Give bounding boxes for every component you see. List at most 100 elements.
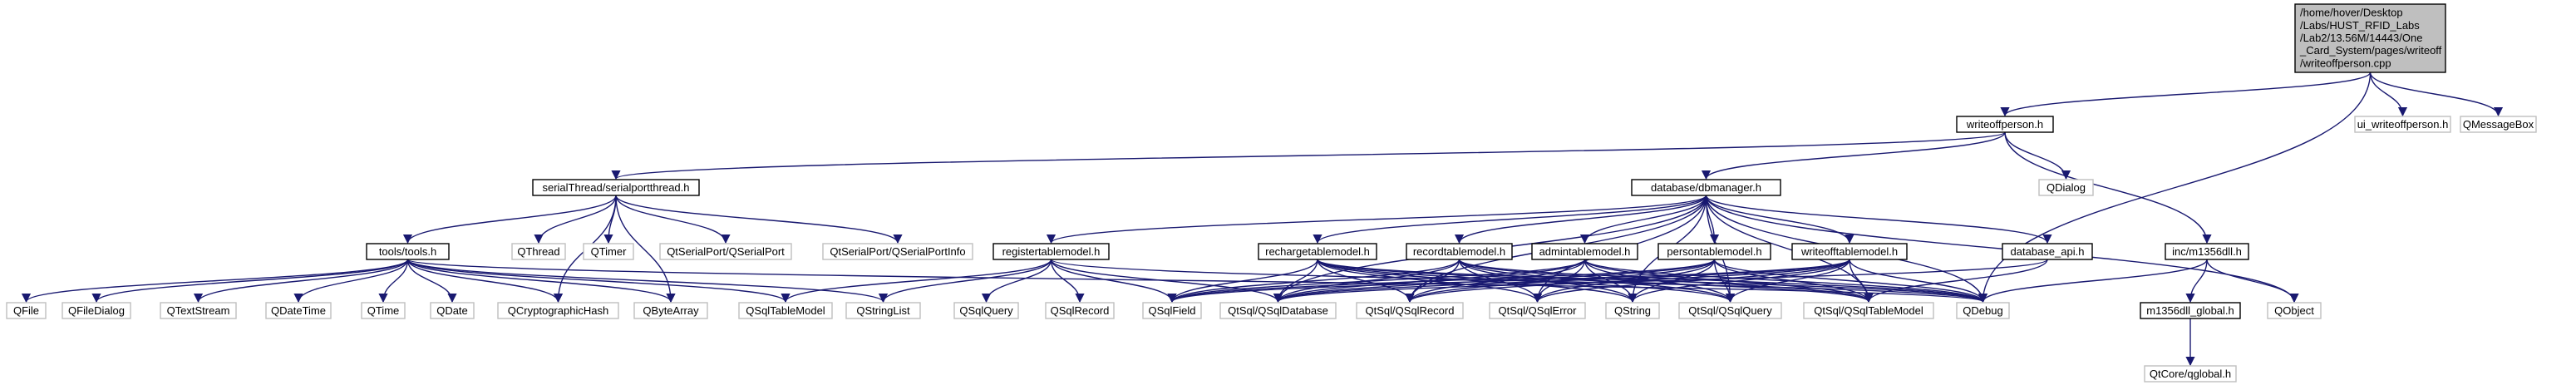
- node-writeofftablemodel-h[interactable]: writeofftablemodel.h: [1791, 243, 1908, 260]
- node-box: [1489, 302, 1586, 319]
- node-box: [1803, 302, 1934, 319]
- node-label: QDateTime: [271, 304, 326, 317]
- node-qsqlfield[interactable]: QSqlField: [1142, 302, 1202, 319]
- edge-tools_h-to-qtextstream: [193, 259, 409, 304]
- node-qtextstream[interactable]: QTextStream: [160, 302, 237, 319]
- edge-serialportthread_h-to-qserialportinfo: [615, 195, 903, 244]
- node-box: [2460, 116, 2537, 133]
- node-box: [532, 179, 700, 196]
- node-qsqltablemodel[interactable]: QSqlTableModel: [738, 302, 833, 319]
- node-box: [583, 243, 634, 260]
- edge-dbmanager_h-to-database_api_h: [1705, 195, 2052, 244]
- node-qthread[interactable]: QThread: [511, 243, 566, 260]
- node-database-api-h[interactable]: database_api.h: [2002, 243, 2093, 260]
- node-qstring[interactable]: QString: [1605, 302, 1660, 319]
- edge-recordtablemodel_h-to-qtsql_qsqlquery: [1458, 259, 1735, 304]
- node-ui-writeoffperson-h[interactable]: ui_writeoffperson.h: [2354, 116, 2451, 133]
- node-m1356dll-h[interactable]: inc/m1356dll.h: [2165, 243, 2249, 260]
- node-qdate[interactable]: QDate: [430, 302, 475, 319]
- edge-tools_h-to-qbytearray: [406, 259, 676, 304]
- node-qstringlist[interactable]: QStringList: [845, 302, 921, 319]
- node-label: database/dbmanager.h: [1651, 181, 1761, 194]
- node-persontablemodel-h[interactable]: persontablemodel.h: [1657, 243, 1771, 260]
- node-qglobal-h[interactable]: QtCore/qglobal.h: [2144, 365, 2237, 383]
- node-qtsql-qsqlerror[interactable]: QtSql/QSqlError: [1489, 302, 1586, 319]
- node-qobject[interactable]: QObject: [2267, 302, 2322, 319]
- node-qtsql-qsqlquery[interactable]: QtSql/QSqlQuery: [1678, 302, 1782, 319]
- edge-recordtablemodel_h-to-qsqlfield: [1167, 259, 1460, 304]
- edge-tools_h-to-qfiledialog: [91, 259, 409, 304]
- node-label: tools/tools.h: [379, 245, 436, 258]
- node-label: QThread: [517, 245, 559, 258]
- node-label: QDate: [436, 304, 468, 317]
- node-qfile[interactable]: QFile: [6, 302, 47, 319]
- edge-root-to-writeoffperson_h: [2000, 72, 2372, 117]
- node-box: [430, 302, 475, 319]
- node-qtsql-qsqlrecord[interactable]: QtSql/QSqlRecord: [1356, 302, 1464, 319]
- node-qtime[interactable]: QTime: [361, 302, 406, 319]
- node-dbmanager-h[interactable]: database/dbmanager.h: [1631, 179, 1781, 196]
- node-root[interactable]: /home/hover/Desktop/Labs/HUST_RFID_Labs/…: [2294, 3, 2446, 73]
- node-qserialportinfo[interactable]: QtSerialPort/QSerialPortInfo: [822, 243, 973, 260]
- node-qmessagebox[interactable]: QMessageBox: [2460, 116, 2537, 133]
- node-label: QObject: [2274, 304, 2314, 317]
- node-qbytearray[interactable]: QByteArray: [633, 302, 708, 319]
- node-label: recordtablemodel.h: [1413, 245, 1505, 258]
- edge-database_api_h-to-qtsql_qsqltablemodel: [1864, 259, 2048, 304]
- node-registertablemodel-h[interactable]: registertablemodel.h: [992, 243, 1110, 260]
- edge-tools_h-to-qtime: [378, 259, 409, 304]
- node-label: QDebug: [1963, 304, 2002, 317]
- node-label: inc/m1356dll.h: [2172, 245, 2242, 258]
- node-admintablemodel-h[interactable]: admintablemodel.h: [1531, 243, 1638, 260]
- edge-recordtablemodel_h-to-qstring: [1458, 259, 1638, 304]
- node-label: QCryptographicHash: [508, 304, 608, 317]
- node-box: [2140, 302, 2241, 319]
- node-label: QTimer: [591, 245, 628, 258]
- node-serialportthread-h[interactable]: serialThread/serialportthread.h: [532, 179, 700, 196]
- edge-writeoffperson_h-to-serialportthread_h: [612, 131, 2006, 180]
- node-tools-h[interactable]: tools/tools.h: [366, 243, 450, 260]
- node-label: QtCore/qglobal.h: [2150, 368, 2231, 380]
- edge-writeoffperson_h-to-dbmanager_h: [1702, 131, 2006, 180]
- node-qdialog[interactable]: QDialog: [2038, 179, 2094, 196]
- node-rechargetablemodel-h[interactable]: rechargetablemodel.h: [1258, 243, 1377, 260]
- edge-rechargetablemodel_h-to-qstring: [1317, 259, 1638, 304]
- node-box: [1531, 243, 1638, 260]
- node-qtsql-qsqltablemodel[interactable]: QtSql/QSqlTableModel: [1803, 302, 1934, 319]
- node-label: ui_writeoffperson.h: [2357, 118, 2449, 131]
- edge-serialportthread_h-to-tools_h: [402, 195, 617, 244]
- edge-tools_h-to-qfile: [22, 259, 409, 304]
- node-qtimer[interactable]: QTimer: [583, 243, 634, 260]
- node-qsqlquery[interactable]: QSqlQuery: [953, 302, 1019, 319]
- edge-persontablemodel_h-to-qsqlfield: [1167, 259, 1716, 304]
- edge-writeofftablemodel_h-to-qdebug: [1849, 259, 1988, 304]
- node-box: [2002, 243, 2093, 260]
- node-box: [6, 302, 47, 319]
- node-label: QStringList: [856, 304, 910, 317]
- node-qfiledialog[interactable]: QFileDialog: [62, 302, 131, 319]
- node-qcryptographichash[interactable]: QCryptographicHash: [497, 302, 619, 319]
- node-qdatetime[interactable]: QDateTime: [265, 302, 332, 319]
- node-label: _Card_System/pages/writeoff: [2299, 44, 2442, 57]
- node-box: [1678, 302, 1782, 319]
- node-qsqlrecord[interactable]: QSqlRecord: [1045, 302, 1115, 319]
- node-box: [1142, 302, 1202, 319]
- edge-registertablemodel_h-to-qsqltablemodel: [781, 259, 1052, 304]
- node-m1356dll-global-h[interactable]: m1356dll_global.h: [2140, 302, 2241, 319]
- node-box: [2144, 365, 2237, 383]
- node-label: persontablemodel.h: [1667, 245, 1761, 258]
- node-writeoffperson-h[interactable]: writeoffperson.h: [1956, 116, 2054, 133]
- node-box: [2294, 3, 2446, 73]
- node-qdebug[interactable]: QDebug: [1956, 302, 2010, 319]
- edge-admintablemodel_h-to-qtsql_qsqltablemodel: [1584, 259, 1874, 304]
- node-box: [511, 243, 566, 260]
- node-recordtablemodel-h[interactable]: recordtablemodel.h: [1406, 243, 1513, 260]
- node-box: [1406, 243, 1513, 260]
- edge-root-to-qmessagebox: [2369, 72, 2504, 117]
- node-qtsql-qsqldatabase[interactable]: QtSql/QSqlDatabase: [1219, 302, 1337, 319]
- node-box: [2267, 302, 2322, 319]
- node-qserialport[interactable]: QtSerialPort/QSerialPort: [659, 243, 792, 260]
- edge-writeofftablemodel_h-to-qsqlfield: [1167, 259, 1850, 304]
- node-box: [738, 302, 833, 319]
